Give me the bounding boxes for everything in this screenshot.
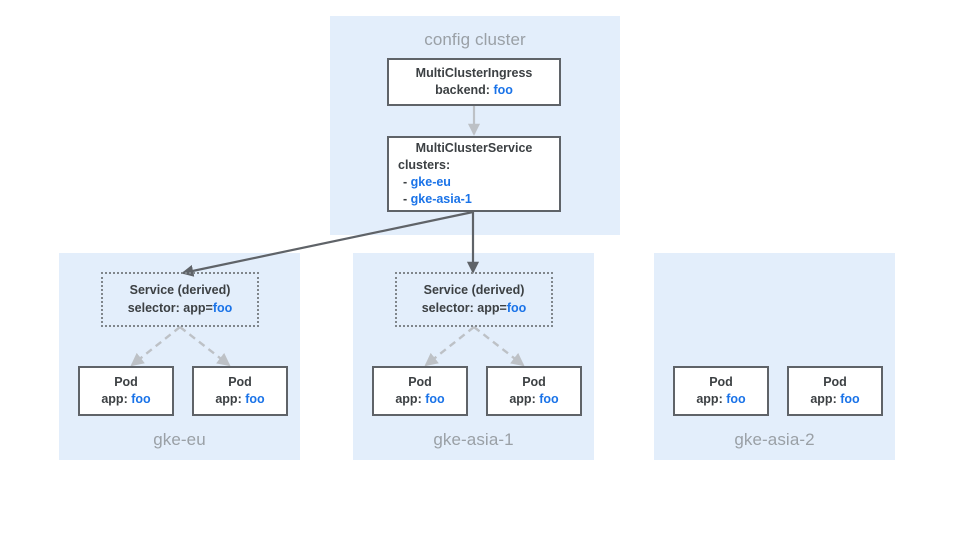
pod-app-row: app: foo <box>374 391 466 408</box>
mcs-item-0-dash: - <box>403 175 408 189</box>
mcs-cluster-item-0: - gke-eu <box>389 174 559 191</box>
gke-eu-service-title: Service (derived) <box>129 283 231 297</box>
mci-backend-label: backend: <box>435 83 490 97</box>
node-service-derived-gke-eu[interactable]: Service (derived) selector: app=foo <box>101 272 259 327</box>
pod-title: Pod <box>823 375 847 390</box>
node-pod-gke-eu-0[interactable]: Pod app: foo <box>78 366 174 416</box>
panel-cluster-gke-asia-2: gke-asia-2 <box>654 253 895 460</box>
mcs-cluster-item-1: - gke-asia-1 <box>389 191 559 208</box>
gke-eu-selector-label: selector: app= <box>127 300 213 315</box>
pod-app-label: app: <box>810 392 837 406</box>
pod-app-label: app: <box>395 392 422 406</box>
config-cluster-label: config cluster <box>424 30 526 49</box>
mci-backend-row: backend: foo <box>389 82 559 99</box>
gke-asia-1-service-title: Service (derived) <box>423 283 525 297</box>
pod-app-value: foo <box>539 392 559 406</box>
pod-app-label: app: <box>696 392 723 406</box>
pod-app-value: foo <box>131 392 151 406</box>
pod-app-value: foo <box>425 392 445 406</box>
pod-app-row: app: foo <box>488 391 580 408</box>
mci-title: MultiClusterIngress <box>415 66 533 81</box>
mcs-item-1-value: gke-asia-1 <box>410 191 472 206</box>
cluster-label-gke-eu: gke-eu <box>153 430 206 449</box>
node-pod-gke-asia-1-0[interactable]: Pod app: foo <box>372 366 468 416</box>
node-pod-gke-asia-2-1[interactable]: Pod app: foo <box>787 366 883 416</box>
pod-app-label: app: <box>509 392 536 406</box>
mcs-clusters-label: clusters: <box>398 158 451 173</box>
pod-app-row: app: foo <box>194 391 286 408</box>
node-service-derived-gke-asia-1[interactable]: Service (derived) selector: app=foo <box>395 272 553 327</box>
node-pod-gke-asia-2-0[interactable]: Pod app: foo <box>673 366 769 416</box>
mcs-title: MultiClusterService <box>415 141 533 156</box>
gke-eu-service-selector: selector: app=foo <box>128 300 233 318</box>
pod-app-value: foo <box>245 392 265 406</box>
pod-app-value: foo <box>840 392 860 406</box>
pod-app-label: app: <box>101 392 128 406</box>
mci-backend-value: foo <box>493 83 513 97</box>
node-multiclusterservice[interactable]: MultiClusterService clusters: - gke-eu -… <box>387 136 561 212</box>
pod-title: Pod <box>114 375 138 390</box>
panel-cluster-gke-asia-1: gke-asia-1 <box>353 253 594 460</box>
node-pod-gke-asia-1-1[interactable]: Pod app: foo <box>486 366 582 416</box>
pod-app-row: app: foo <box>80 391 172 408</box>
pod-title: Pod <box>709 375 733 390</box>
pod-app-row: app: foo <box>789 391 881 408</box>
pod-title: Pod <box>228 375 252 390</box>
pod-app-label: app: <box>215 392 242 406</box>
gke-asia-1-selector-label: selector: app= <box>421 300 507 315</box>
pod-app-value: foo <box>726 392 746 406</box>
cluster-label-gke-asia-2: gke-asia-2 <box>734 430 815 449</box>
cluster-label-gke-asia-1: gke-asia-1 <box>433 430 514 449</box>
pod-title: Pod <box>522 375 546 390</box>
mcs-item-0-value: gke-eu <box>410 175 451 189</box>
mcs-item-1-dash: - <box>403 191 408 206</box>
pod-title: Pod <box>408 375 432 390</box>
gke-eu-selector-value: foo <box>212 300 233 315</box>
node-pod-gke-eu-1[interactable]: Pod app: foo <box>192 366 288 416</box>
node-multiclusteringress[interactable]: MultiClusterIngress backend: foo <box>387 58 561 106</box>
pod-app-row: app: foo <box>675 391 767 408</box>
gke-asia-1-selector-value: foo <box>506 300 527 315</box>
gke-asia-1-service-selector: selector: app=foo <box>422 300 527 318</box>
